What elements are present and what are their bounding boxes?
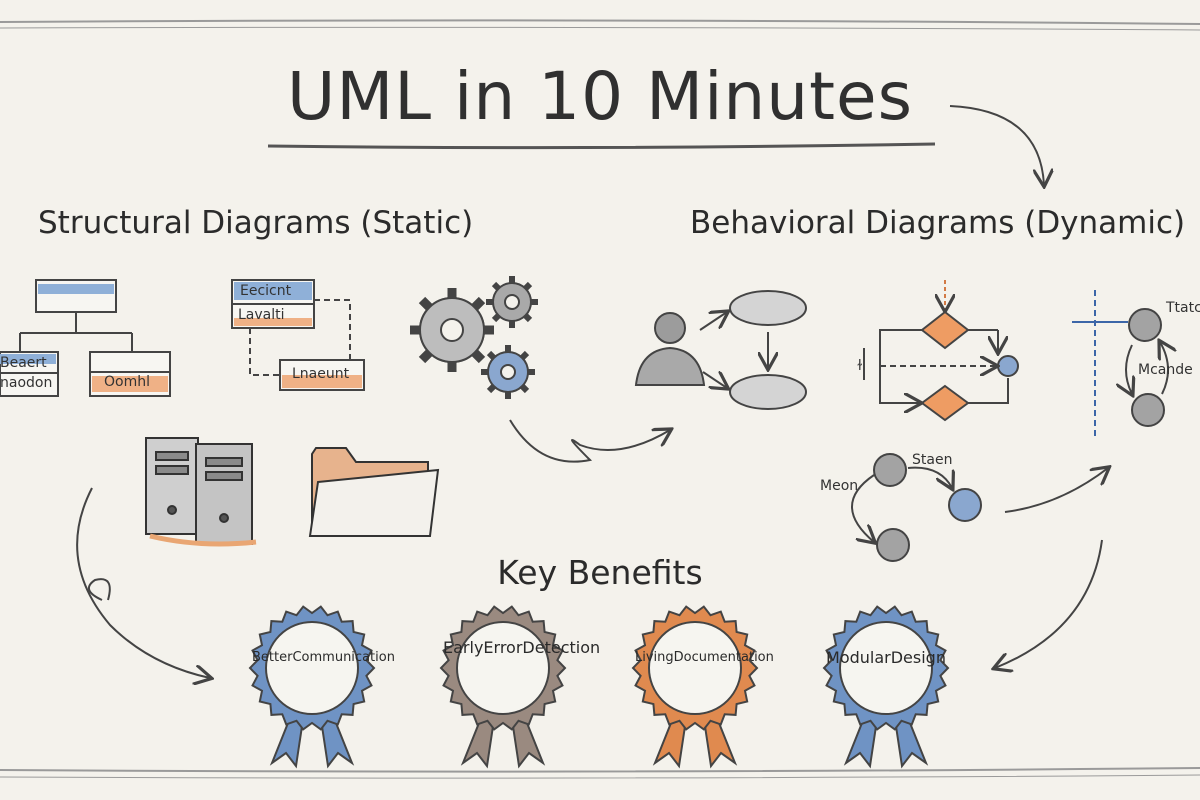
- frame-lines: [0, 19, 1200, 779]
- rosette-center: [265, 621, 359, 715]
- component-bottom-name: Lnaeunt: [292, 366, 350, 382]
- title-arrow: [949, 105, 1044, 185]
- connector-arrows: [76, 419, 1108, 678]
- state-machine-diagram: [851, 453, 982, 562]
- component-top-attr: Lavalti: [238, 307, 285, 323]
- behavioral-heading: Behavioral Diagrams (Dynamic): [690, 205, 1186, 241]
- folder-icon: [308, 447, 440, 537]
- benefit-rosettes: [248, 605, 950, 769]
- structural-heading: Structural Diagrams (Static): [38, 205, 474, 241]
- class-right-name: Oomhl: [104, 374, 150, 390]
- benefit-label-4: ModularDesign: [826, 648, 946, 668]
- class-left-attr: naodon: [0, 375, 53, 391]
- rosette-center: [456, 621, 550, 715]
- benefits-heading: Key Benefits: [497, 553, 703, 592]
- class-left-name: Beaert: [0, 355, 47, 371]
- benefit-line: Communication: [292, 650, 395, 665]
- state2-label-left: Meon: [820, 478, 859, 494]
- benefit-line: Documentation: [673, 650, 774, 665]
- rosette-center: [648, 621, 742, 715]
- title-underline: [267, 142, 936, 150]
- benefit-label-3: LivingDocumentation: [635, 648, 774, 668]
- benefit-line: Early: [443, 638, 484, 657]
- component-diagram: [231, 279, 365, 391]
- page-title: UML in 10 Minutes: [287, 58, 913, 135]
- benefit-badge-2: [439, 605, 567, 769]
- server-icon: [145, 437, 257, 547]
- activity-label: ɫ: [857, 358, 863, 374]
- benefit-line: Better: [252, 650, 293, 665]
- state2-label-top: Staen: [912, 452, 953, 468]
- rosette-center: [839, 621, 933, 715]
- benefit-label-2: EarlyErrorDetection: [443, 638, 600, 658]
- benefit-line: Design: [890, 648, 946, 667]
- state-label-mid: Mcande: [1138, 362, 1193, 378]
- use-case-diagram: [634, 290, 807, 410]
- benefit-badge-1: [248, 605, 376, 769]
- benefit-line: Living: [635, 650, 674, 665]
- benefit-line: Modular: [826, 648, 891, 667]
- gears-icon: [410, 276, 538, 399]
- benefit-badge-3: [631, 605, 759, 769]
- activity-diagram: [863, 280, 1019, 422]
- state-diagram: [1072, 290, 1168, 440]
- component-top-name: Eecicnt: [240, 283, 292, 299]
- benefit-line: Detection: [522, 638, 601, 657]
- benefit-line: Error: [483, 638, 523, 657]
- benefit-label-1: BetterCommunication: [252, 648, 395, 668]
- state-label-top: Ttatc: [1166, 300, 1200, 316]
- benefit-badge-4: [822, 605, 950, 769]
- class-diagram: [0, 279, 171, 397]
